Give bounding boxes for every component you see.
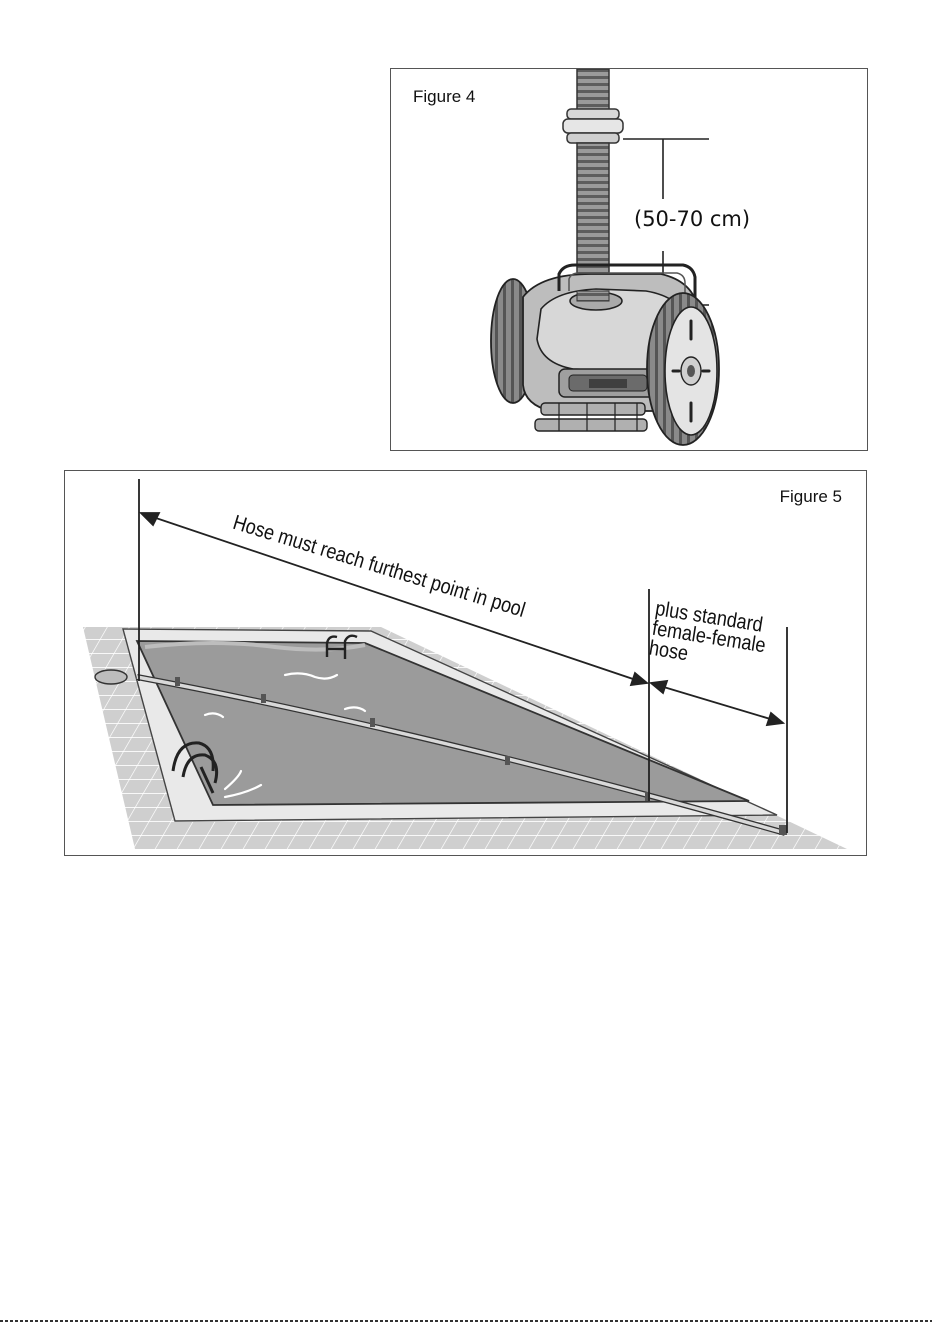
- figure-4-panel: Figure 4 (50-70 cm): [390, 68, 868, 451]
- extra-hose-arrow: [651, 681, 783, 725]
- skimmer-inlet: [95, 670, 127, 684]
- pool-cleaner-illustration: [391, 69, 869, 452]
- upper-hose: [577, 69, 609, 113]
- page-bottom-rule: [0, 1320, 932, 1322]
- lower-hose: [577, 143, 609, 295]
- hose-weight-ring: [563, 109, 623, 143]
- pool-cleaner-body: [491, 265, 719, 445]
- figure-5-panel: Figure 5: [64, 470, 867, 856]
